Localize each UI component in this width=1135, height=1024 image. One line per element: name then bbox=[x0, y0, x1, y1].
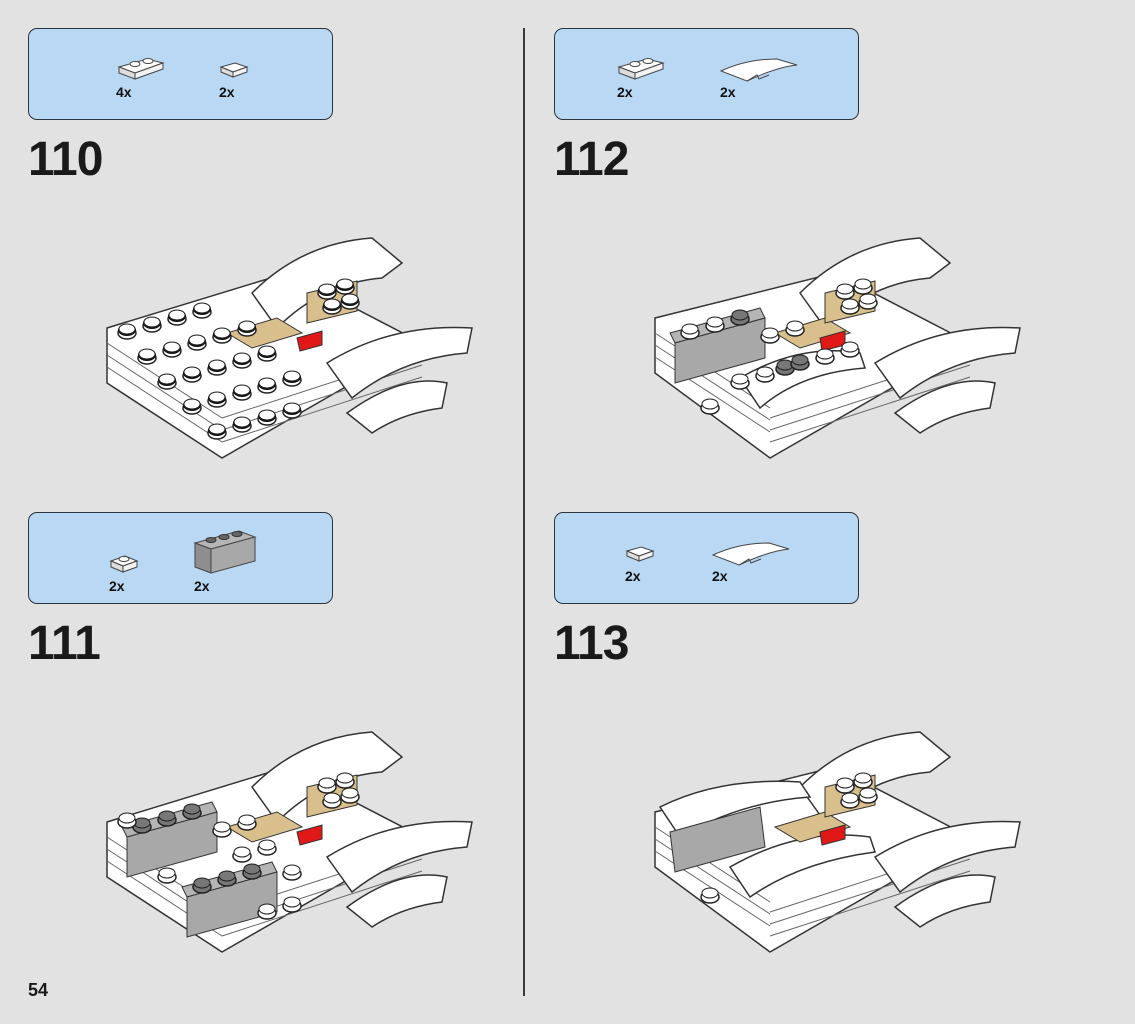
step-110: 4x 2x 110 bbox=[28, 28, 568, 508]
part-qty: 2x bbox=[720, 84, 736, 100]
step-number: 111 bbox=[28, 617, 101, 670]
model-illustration bbox=[650, 233, 1030, 468]
step-number: 112 bbox=[554, 133, 629, 186]
step-112: 2x 2x 112 bbox=[554, 28, 1094, 508]
parts-panel: 2x 2x bbox=[554, 512, 859, 604]
step-number: 110 bbox=[28, 133, 103, 186]
model-illustration bbox=[650, 727, 1030, 962]
step-number: 113 bbox=[554, 617, 629, 670]
model-illustration bbox=[102, 727, 482, 962]
part-qty: 2x bbox=[194, 578, 210, 594]
curved-slope-white-icon bbox=[717, 55, 801, 85]
page-number: 54 bbox=[28, 980, 49, 1000]
parts-panel: 4x 2x bbox=[28, 28, 333, 120]
part-qty: 4x bbox=[116, 84, 132, 100]
curved-slope-white-icon bbox=[709, 539, 793, 569]
step-113: 2x 2x 113 bbox=[554, 512, 1094, 992]
part-qty: 2x bbox=[617, 84, 633, 100]
tile-1x1-white-icon bbox=[623, 543, 657, 567]
parts-panel: 2x 2x bbox=[554, 28, 859, 120]
model-illustration bbox=[102, 233, 482, 468]
part-qty: 2x bbox=[219, 84, 235, 100]
plate-1x2-white-icon bbox=[115, 53, 167, 83]
tile-1x1-white-icon bbox=[217, 59, 251, 83]
parts-panel: 2x 2x bbox=[28, 512, 333, 604]
part-qty: 2x bbox=[109, 578, 125, 594]
step-111: 2x 2x 111 bbox=[28, 512, 568, 992]
part-qty: 2x bbox=[712, 568, 728, 584]
column-divider bbox=[523, 28, 525, 996]
plate-1x1-white-icon bbox=[107, 551, 141, 577]
part-qty: 2x bbox=[625, 568, 641, 584]
brick-1x3-gray-icon bbox=[191, 525, 261, 577]
plate-1x2-white-icon bbox=[615, 53, 667, 83]
